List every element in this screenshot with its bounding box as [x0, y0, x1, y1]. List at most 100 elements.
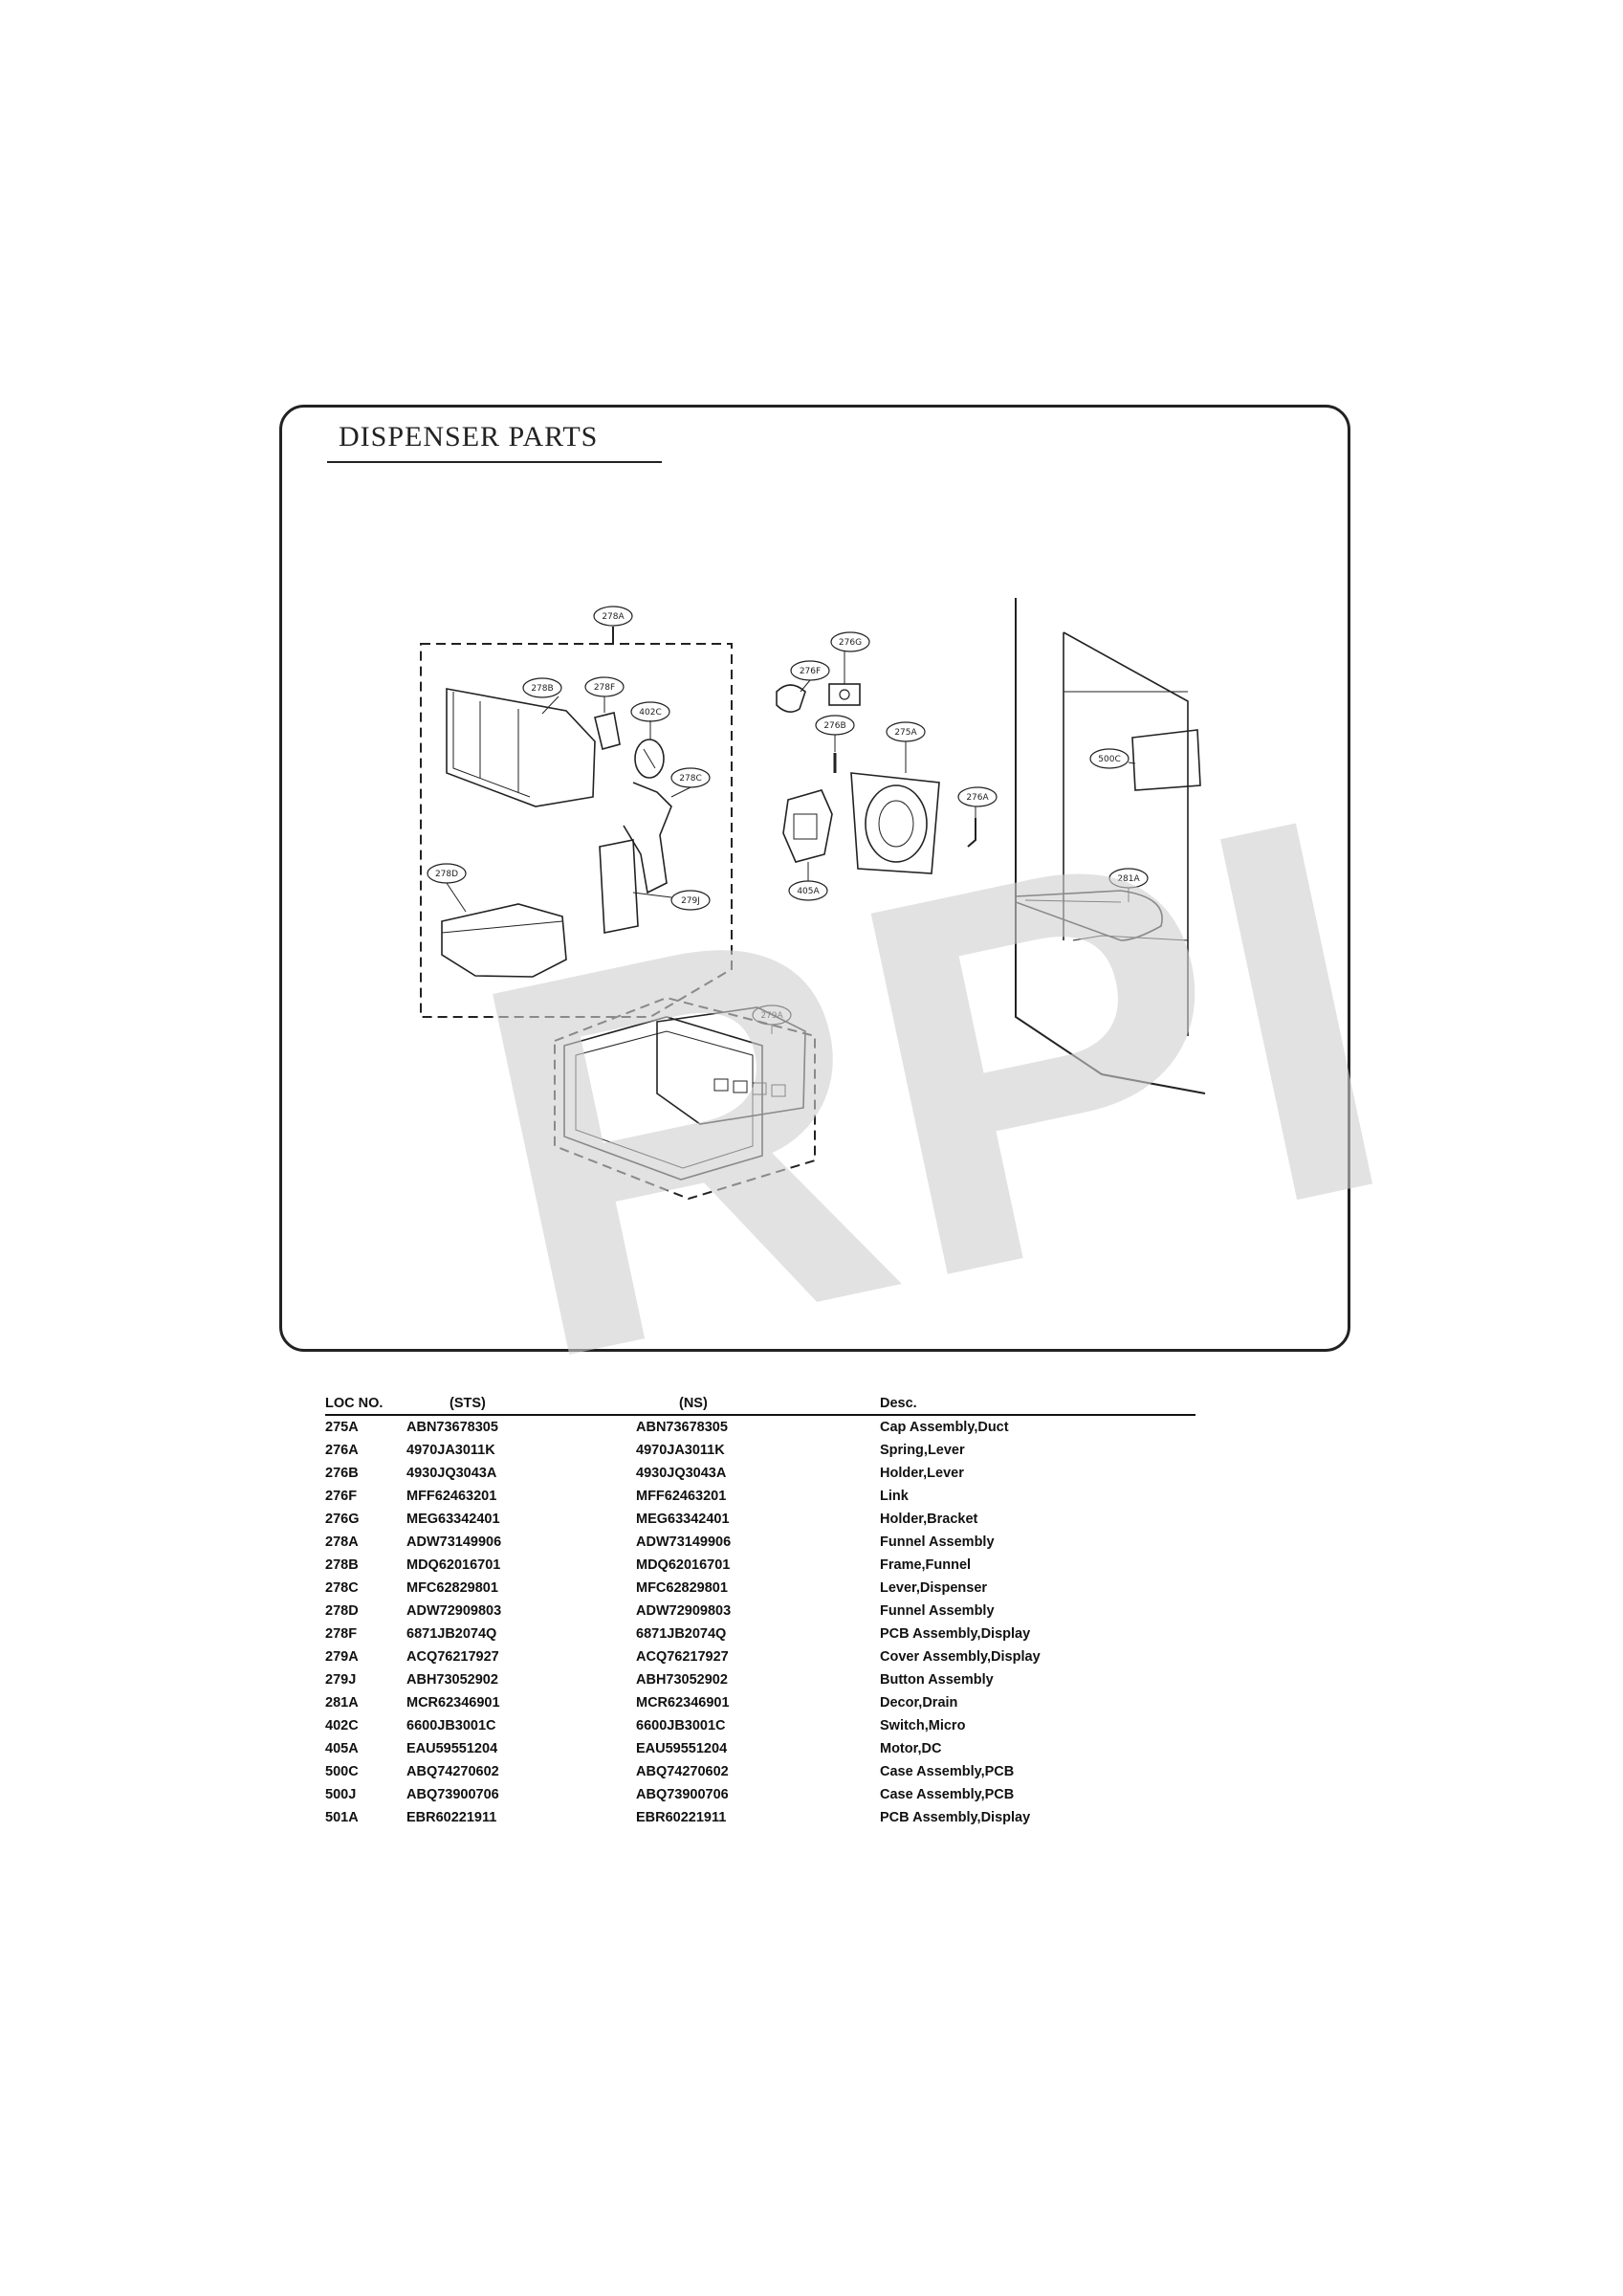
- cell-ns-part-no: 4930JQ3043A: [636, 1466, 727, 1481]
- part-281A-decor: [1015, 890, 1163, 941]
- cell-loc-no: 279A: [325, 1649, 359, 1665]
- cell-loc-no: 276B: [325, 1466, 359, 1481]
- table-header-row: LOC NO. (STS) (NS) Desc.: [325, 1393, 1195, 1416]
- part-275A-cap: [850, 772, 940, 874]
- callout-276A: 276A: [966, 793, 989, 803]
- header-ns: (NS): [636, 1393, 880, 1416]
- part-500C-case: [1131, 729, 1201, 791]
- callout-oval-278A: [593, 606, 633, 627]
- callout-275A: 275A: [894, 728, 917, 738]
- cell-description: Spring,Lever: [880, 1443, 965, 1458]
- cell-ns-part-no: ADW72909803: [636, 1603, 732, 1619]
- cell-loc-no: 276A: [325, 1443, 359, 1458]
- header-sts: (STS): [406, 1393, 636, 1416]
- callout-oval-500C: [1089, 748, 1130, 769]
- cell-description: PCB Assembly,Display: [880, 1810, 1031, 1825]
- cell-description: Holder,Bracket: [880, 1512, 978, 1527]
- cell-description: PCB Assembly,Display: [880, 1626, 1031, 1642]
- callout-402C: 402C: [639, 708, 661, 718]
- part-405A-motor: [782, 789, 833, 863]
- table-row: 278C MFC62829801 MFC62829801 Lever,Dispense…: [325, 1577, 1195, 1600]
- cell-ns-part-no: MFF62463201: [636, 1489, 727, 1504]
- table-row: 276B 4930JQ3043A 4930JQ3043A Holder,Lever: [325, 1462, 1195, 1485]
- part-278D-funnel: [441, 903, 567, 978]
- cell-ns-part-no: MFC62829801: [636, 1580, 728, 1596]
- cell-loc-no: 276F: [325, 1489, 358, 1504]
- cell-description: Holder,Lever: [880, 1466, 964, 1481]
- callout-oval-279A: [752, 1004, 792, 1026]
- callout-oval-278F: [584, 676, 625, 697]
- header-desc: Desc.: [880, 1393, 1195, 1416]
- callout-oval-279J: [670, 890, 711, 911]
- cell-loc-no: 500J: [325, 1787, 357, 1802]
- callout-278A: 278A: [602, 612, 625, 622]
- cell-loc-no: 281A: [325, 1695, 359, 1711]
- cell-description: Switch,Micro: [880, 1718, 966, 1733]
- cell-description: Button Assembly: [880, 1672, 994, 1688]
- callout-278C: 278C: [679, 774, 701, 784]
- callout-oval-402C: [630, 701, 670, 722]
- cell-sts-part-no: EBR60221911: [406, 1810, 497, 1825]
- cell-ns-part-no: EAU59551204: [636, 1741, 728, 1756]
- callout-281A: 281A: [1117, 874, 1140, 884]
- cell-loc-no: 278F: [325, 1626, 358, 1642]
- part-278F-pcb: [594, 712, 621, 750]
- callout-oval-278B: [522, 677, 562, 698]
- cell-loc-no: 405A: [325, 1741, 359, 1756]
- title-underline: [327, 461, 662, 463]
- part-276G-holder: [828, 683, 861, 706]
- cell-ns-part-no: 4970JA3011K: [636, 1443, 725, 1458]
- callout-276F: 276F: [800, 667, 821, 676]
- cell-sts-part-no: ABQ73900706: [406, 1787, 499, 1802]
- callout-oval-276G: [830, 631, 870, 652]
- cell-ns-part-no: MDQ62016701: [636, 1557, 731, 1573]
- callout-500C: 500C: [1098, 755, 1120, 764]
- cell-ns-part-no: MCR62346901: [636, 1695, 730, 1711]
- cell-sts-part-no: 4930JQ3043A: [406, 1466, 497, 1481]
- cell-ns-part-no: ABH73052902: [636, 1672, 728, 1688]
- cell-description: Frame,Funnel: [880, 1557, 972, 1573]
- cell-ns-part-no: MEG63342401: [636, 1512, 730, 1527]
- cell-sts-part-no: 6600JB3001C: [406, 1718, 496, 1733]
- cell-description: Link: [880, 1489, 909, 1504]
- part-279J-button: [599, 839, 639, 934]
- cell-ns-part-no: ABN73678305: [636, 1420, 728, 1435]
- part-501A-pcb: [656, 1006, 806, 1125]
- cell-sts-part-no: EAU59551204: [406, 1741, 498, 1756]
- callout-oval-405A: [788, 880, 828, 901]
- part-278C-lever: [623, 782, 672, 894]
- callout-oval-276B: [815, 715, 855, 736]
- cell-loc-no: 278C: [325, 1580, 359, 1596]
- callout-278D: 278D: [435, 870, 458, 879]
- callout-276B: 276B: [823, 721, 845, 731]
- cell-sts-part-no: ABQ74270602: [406, 1764, 499, 1779]
- callout-oval-276A: [957, 786, 998, 807]
- cell-sts-part-no: MFC62829801: [406, 1580, 498, 1596]
- diagram-frame: [279, 405, 1350, 1352]
- cell-ns-part-no: ABQ73900706: [636, 1787, 729, 1802]
- cell-description: Case Assembly,PCB: [880, 1787, 1015, 1802]
- cell-loc-no: 278D: [325, 1603, 359, 1619]
- header-loc-no: LOC NO.: [325, 1393, 406, 1416]
- cell-ns-part-no: 6871JB2074Q: [636, 1626, 727, 1642]
- cell-description: Cap Assembly,Duct: [880, 1420, 1009, 1435]
- callout-279J: 279J: [681, 896, 700, 906]
- cell-loc-no: 278A: [325, 1534, 359, 1550]
- cell-sts-part-no: MCR62346901: [406, 1695, 500, 1711]
- callout-oval-278D: [427, 863, 467, 884]
- callout-405A: 405A: [797, 887, 820, 896]
- callout-278B: 278B: [531, 684, 553, 694]
- cell-description: Lever,Dispenser: [880, 1580, 988, 1596]
